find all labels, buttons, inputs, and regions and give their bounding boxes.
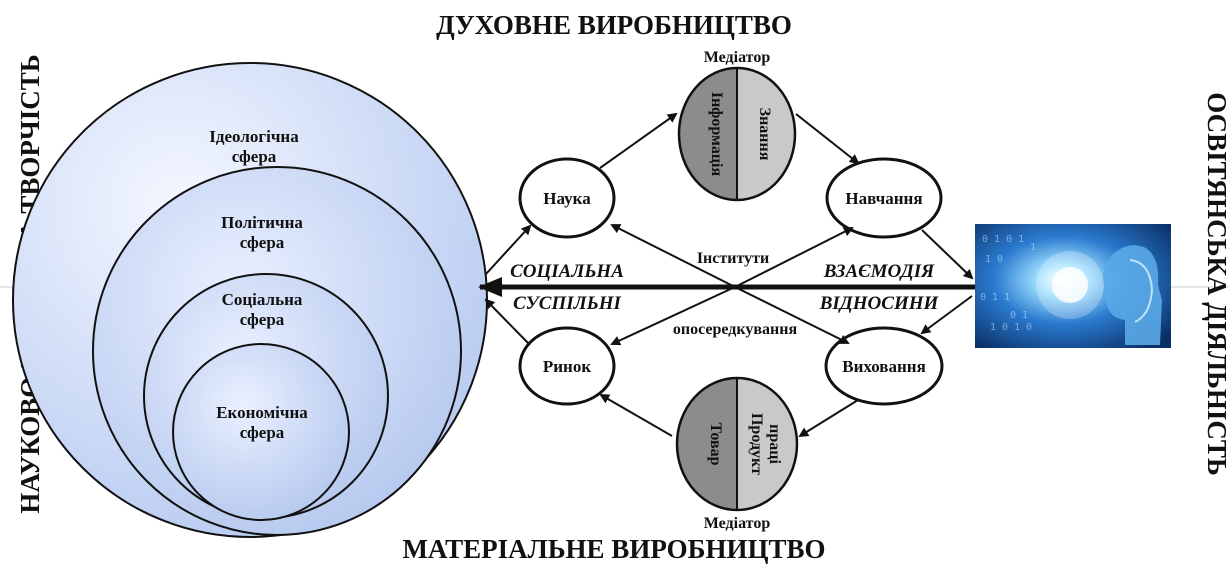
- top-title: ДУХОВНЕ ВИРОБНИЦТВО: [436, 10, 792, 40]
- institutes-label: Інститути: [697, 250, 769, 267]
- sphere-label-3a: Соціальна: [222, 290, 303, 309]
- cross-arrows: [610, 224, 854, 346]
- sphere-label-4b: сфера: [240, 423, 285, 442]
- sphere-label-2a: Політична: [221, 213, 303, 232]
- svg-text:0 1 1: 0 1 1: [980, 292, 1010, 303]
- mediator-bottom: Товар Продукт праці: [675, 376, 799, 512]
- mediator-goods: Товар: [707, 422, 724, 465]
- sphere-label-4a: Економічна: [216, 403, 308, 422]
- cycle-arrows: [484, 112, 974, 438]
- node-upbringing: Виховання: [824, 326, 944, 406]
- sphere-label-3b: сфера: [240, 310, 285, 329]
- societal-label: СУСПІЛЬНІ: [513, 293, 621, 314]
- mediator-bottom-label: Медіатор: [704, 515, 771, 532]
- svg-text:0 1 0 1: 0 1 0 1: [982, 234, 1024, 245]
- sphere-economic: [172, 343, 350, 521]
- social-label: СОЦІАЛЬНА: [510, 261, 624, 282]
- mediator-top-label: Медіатор: [704, 49, 771, 66]
- node-learning: Навчання: [825, 157, 943, 239]
- svg-text:1 0 1 0: 1 0 1 0: [990, 322, 1032, 333]
- svg-text:Ринок: Ринок: [543, 357, 591, 376]
- bottom-title: МАТЕРІАЛЬНЕ ВИРОБНИЦТВО: [402, 534, 825, 564]
- mediator-knowledge: Знання: [756, 108, 773, 161]
- sphere-label-1b: сфера: [232, 147, 277, 166]
- svg-text:1: 1: [1030, 242, 1036, 253]
- sphere-label-2b: сфера: [240, 233, 285, 252]
- svg-text:1 0: 1 0: [985, 254, 1003, 265]
- sphere-label-1a: Ідеологічна: [209, 127, 299, 146]
- mediator-product-line1: Продукт: [748, 413, 765, 475]
- svg-text:0 1: 0 1: [1010, 310, 1028, 321]
- node-science: Наука: [518, 157, 616, 239]
- right-side-title: ОСВІТЯНСЬКА ДІЯЛЬНІСТЬ: [1202, 92, 1229, 475]
- mediator-information: Інформація: [708, 92, 725, 177]
- node-market: Ринок: [518, 326, 616, 406]
- svg-text:Виховання: Виховання: [842, 357, 926, 376]
- mediator-top: Інформація Знання: [677, 66, 797, 202]
- spheres-group: Ідеологічна сфера Політична сфера Соціал…: [12, 62, 488, 538]
- ai-head-image: 0 1 0 1 1 0 0 1 1 1 0 1 0 0 1 1: [975, 224, 1171, 348]
- mediator-product-line2: праці: [766, 424, 783, 464]
- relations-label: ВІДНОСИНИ: [819, 293, 940, 314]
- svg-text:Наука: Наука: [543, 189, 591, 208]
- interaction-label: ВЗАЄМОДІЯ: [823, 261, 935, 282]
- svg-text:Навчання: Навчання: [845, 189, 922, 208]
- mediation-label: опосередкування: [673, 321, 798, 338]
